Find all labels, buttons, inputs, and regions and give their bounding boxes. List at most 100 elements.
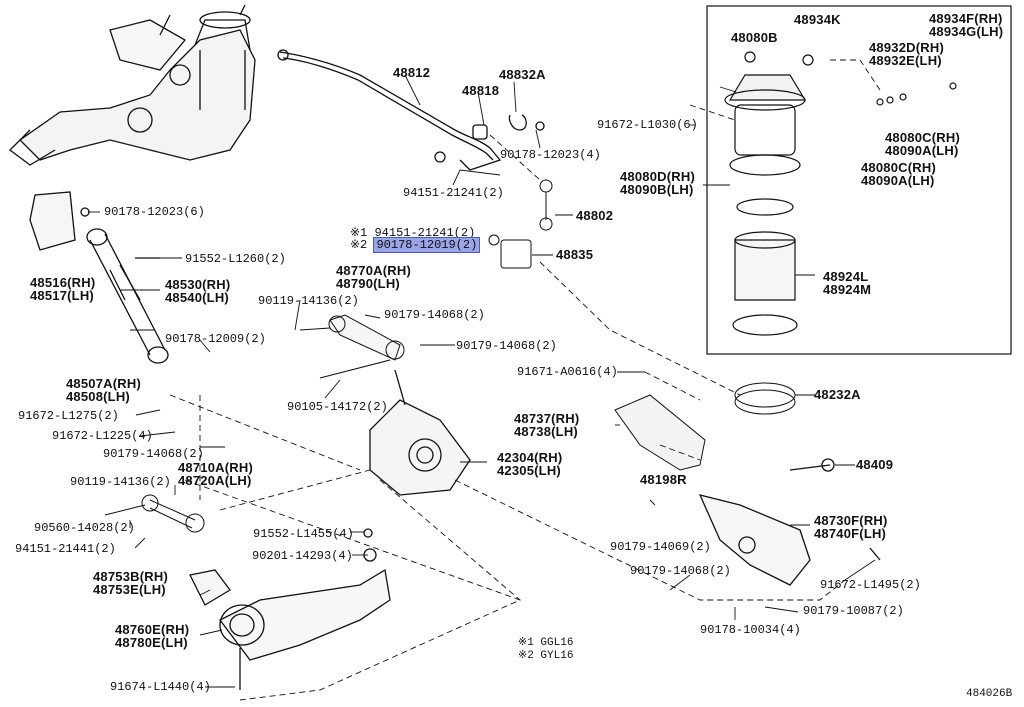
assembly-dashed-lines xyxy=(169,59,881,701)
part-48818[interactable]: 48818 xyxy=(462,83,500,98)
part-48507A-rh: 48507A(RH) xyxy=(66,376,141,391)
stabilizer-bar xyxy=(277,49,545,171)
mud-guard xyxy=(614,394,706,471)
part-48760E-rh: 48760E(RH) xyxy=(115,622,190,637)
part-48934G-lh: 48934G(LH) xyxy=(929,24,1004,39)
part-91672-L1225-4[interactable]: 91672-L1225(4) xyxy=(52,429,153,443)
part-94151-21441-2[interactable]: 94151-21441(2) xyxy=(15,542,116,556)
upper-arm xyxy=(299,314,405,379)
part-48770A-rh: 48770A(RH) xyxy=(336,263,411,278)
part-91672-L1030-6[interactable]: 91672-L1030(6) xyxy=(597,118,698,132)
part-90178-12009-2[interactable]: 90178-12009(2) xyxy=(165,332,266,346)
part-48080D[interactable]: 48080D(RH) 48090B(LH) xyxy=(620,170,695,196)
ref2-mark: ※2 xyxy=(350,238,368,252)
part-48780E-lh: 48780E(LH) xyxy=(115,635,188,650)
ref2-row: ※2 90178-12019(2) xyxy=(350,237,481,253)
part-48090B-lh: 48090B(LH) xyxy=(620,182,694,197)
part-48812[interactable]: 48812 xyxy=(393,65,431,80)
part-48080C-top[interactable]: 48080C(RH) 48090A(LH) xyxy=(885,131,960,157)
footnotes: ※1 GGL16 ※2 GYL16 xyxy=(518,637,573,663)
part-90201-14293-4[interactable]: 90201-14293(4) xyxy=(252,549,353,563)
part-90560-14028-2[interactable]: 90560-14028(2) xyxy=(34,521,135,535)
part-90178-10034-4[interactable]: 90178-10034(4) xyxy=(700,623,801,637)
lower-arm xyxy=(189,528,391,690)
part-91672-L1275-2[interactable]: 91672-L1275(2) xyxy=(18,409,119,423)
part-48710A[interactable]: 48710A(RH) 48720A(LH) xyxy=(178,461,253,487)
part-90178-12023-4[interactable]: 90178-12023(4) xyxy=(500,148,601,162)
part-90119-14136-2-upper[interactable]: 90119-14136(2) xyxy=(258,294,359,308)
part-91672-L1495-2[interactable]: 91672-L1495(2) xyxy=(820,578,921,592)
part-48198R[interactable]: 48198R xyxy=(640,472,687,487)
part-48409[interactable]: 48409 xyxy=(856,457,894,472)
part-48507A[interactable]: 48507A(RH) 48508(LH) xyxy=(66,377,141,403)
suspension-assembly-illustration xyxy=(9,4,256,166)
part-48934F-rh: 48934F(RH) xyxy=(929,11,1003,26)
part-48737[interactable]: 48737(RH) 48738(LH) xyxy=(514,412,579,438)
ref1-row: ※1 94151-21241(2) xyxy=(350,227,475,240)
part-48932E-lh: 48932E(LH) xyxy=(869,53,942,68)
part-48934K[interactable]: 48934K xyxy=(794,12,841,27)
part-48753B[interactable]: 48753B(RH) 48753E(LH) xyxy=(93,570,168,596)
part-48740F-lh: 48740F(LH) xyxy=(814,526,887,541)
part-91674-L1440-4[interactable]: 91674-L1440(4) xyxy=(110,680,211,694)
part-48835[interactable]: 48835 xyxy=(556,247,594,262)
part-48517-lh: 48517(LH) xyxy=(30,288,94,303)
spring-seat xyxy=(734,382,796,415)
part-94151-21241-2-ref1[interactable]: 94151-21241(2) xyxy=(374,226,476,240)
shock-absorber xyxy=(29,191,169,364)
part-42304[interactable]: 42304(RH) 42305(LH) xyxy=(497,451,562,477)
diagram-code: 484026B xyxy=(966,688,1013,700)
part-48730F[interactable]: 48730F(RH) 48740F(LH) xyxy=(814,514,888,540)
part-90179-14068-2-lower[interactable]: 90179-14068(2) xyxy=(103,447,204,461)
part-48508-lh: 48508(LH) xyxy=(66,389,130,404)
part-48530-rh: 48530(RH) xyxy=(165,277,231,292)
part-90119-14136-2-lower[interactable]: 90119-14136(2) xyxy=(70,475,171,489)
part-48090A-lh-top: 48090A(LH) xyxy=(885,143,959,158)
part-48738-lh: 48738(LH) xyxy=(514,424,578,439)
part-90179-10087-2[interactable]: 90179-10087(2) xyxy=(803,604,904,618)
part-48080C-bottom[interactable]: 48080C(RH) 48090A(LH) xyxy=(861,161,936,187)
part-48232A[interactable]: 48232A xyxy=(814,387,861,402)
part-48737-rh: 48737(RH) xyxy=(514,411,580,426)
part-48760E[interactable]: 48760E(RH) 48780E(LH) xyxy=(115,623,189,649)
part-48090A-lh-bottom: 48090A(LH) xyxy=(861,173,935,188)
part-91552-L1455-4[interactable]: 91552-L1455(4) xyxy=(253,527,354,541)
part-90105-14172-2[interactable]: 90105-14172(2) xyxy=(287,400,388,414)
part-48832A[interactable]: 48832A xyxy=(499,67,546,82)
footnote-1: ※1 GGL16 xyxy=(518,637,574,649)
part-48932D[interactable]: 48932D(RH) 48932E(LH) xyxy=(869,41,944,67)
part-94151-21241-2[interactable]: 94151-21241(2) xyxy=(403,186,504,200)
part-48932D-rh: 48932D(RH) xyxy=(869,40,944,55)
part-42305-lh: 42305(LH) xyxy=(497,463,561,478)
part-48080C-rh-bottom: 48080C(RH) xyxy=(861,160,936,175)
part-48934F[interactable]: 48934F(RH) 48934G(LH) xyxy=(929,12,1003,38)
part-48924L-code: 48924L xyxy=(823,269,869,284)
part-48790-lh: 48790(LH) xyxy=(336,276,400,291)
part-48530[interactable]: 48530(RH) 48540(LH) xyxy=(165,278,230,304)
ref1-mark: ※1 xyxy=(350,226,368,240)
part-48730F-rh: 48730F(RH) xyxy=(814,513,888,528)
part-48080B[interactable]: 48080B xyxy=(731,30,778,45)
part-48516[interactable]: 48516(RH) 48517(LH) xyxy=(30,276,95,302)
stabilizer-link xyxy=(488,179,553,269)
rear-lower-arm xyxy=(698,458,881,586)
part-48540-lh: 48540(LH) xyxy=(165,290,229,305)
part-90179-14068-2-upper[interactable]: 90179-14068(2) xyxy=(384,308,485,322)
air-spring-inset-box xyxy=(706,5,1012,355)
part-91552-L1260-2[interactable]: 91552-L1260(2) xyxy=(185,252,286,266)
part-91671-A0616-4[interactable]: 91671-A0616(4) xyxy=(517,365,618,379)
knuckle xyxy=(369,369,471,496)
part-48770A[interactable]: 48770A(RH) 48790(LH) xyxy=(336,264,411,290)
part-90179-14069-2[interactable]: 90179-14069(2) xyxy=(610,540,711,554)
part-48924L[interactable]: 48924L 48924M xyxy=(823,270,871,296)
part-90179-14068-2-right[interactable]: 90179-14068(2) xyxy=(630,564,731,578)
part-90178-12023-6[interactable]: 90178-12023(6) xyxy=(104,205,205,219)
air-spring xyxy=(724,51,957,336)
part-90179-14068-2-mid[interactable]: 90179-14068(2) xyxy=(456,339,557,353)
part-48802[interactable]: 48802 xyxy=(576,208,614,223)
part-48080C-rh-top: 48080C(RH) xyxy=(885,130,960,145)
part-48080D-rh: 48080D(RH) xyxy=(620,169,695,184)
part-42304-rh: 42304(RH) xyxy=(497,450,563,465)
part-90178-12019-2-highlighted[interactable]: 90178-12019(2) xyxy=(373,237,481,253)
